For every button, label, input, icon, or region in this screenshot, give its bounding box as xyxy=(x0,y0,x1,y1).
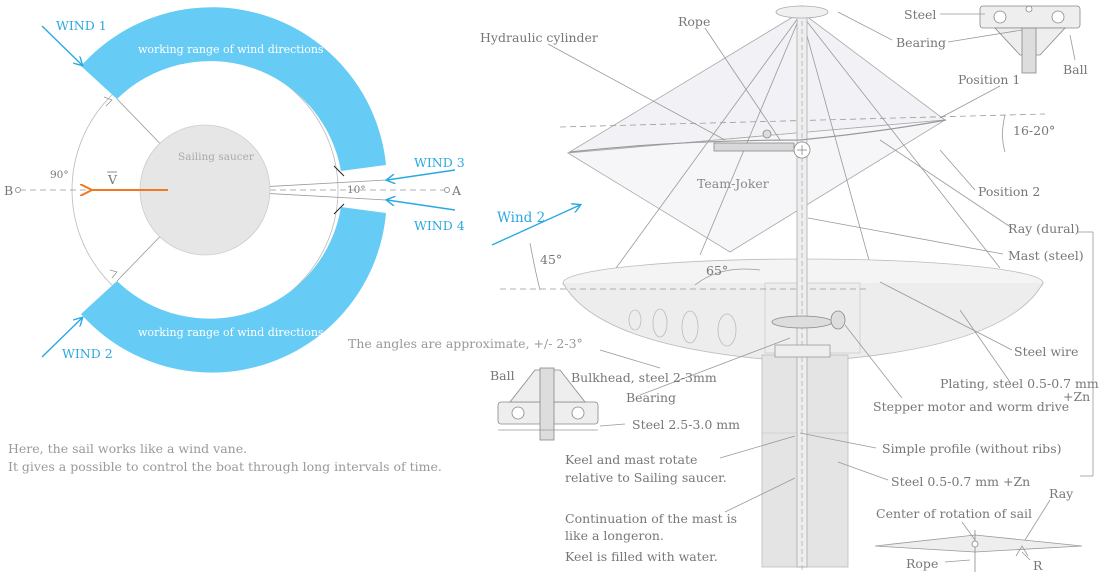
label-ball-top: Ball xyxy=(1063,62,1088,77)
point-a: A xyxy=(451,183,462,198)
note-angles: The angles are approximate, +/- 2-3° xyxy=(348,336,583,351)
label-bulkhead: Bulkhead, steel 2-3mm xyxy=(571,370,717,385)
range-label-bottom: working range of wind directions xyxy=(138,326,324,339)
label-keel-rotate1: Keel and mast rotate xyxy=(565,452,697,467)
bearing-detail-bottom xyxy=(497,367,599,441)
label-stepper: Stepper motor and worm drive xyxy=(873,399,1069,414)
velocity-label: V xyxy=(107,172,118,187)
angle-90: 90° xyxy=(50,169,69,181)
hydraulic-cylinder xyxy=(713,142,795,152)
range-band-bottom xyxy=(81,207,386,373)
note-line1: Here, the sail works like a wind vane. xyxy=(8,441,247,456)
label-wind2: Wind 2 xyxy=(497,210,545,226)
label-plating: Plating, steel 0.5-0.7 mm xyxy=(940,376,1099,391)
label-simple-profile: Simple profile (without ribs) xyxy=(882,441,1061,456)
label-position1: Position 1 xyxy=(958,72,1020,87)
wind4-arrow xyxy=(387,200,456,211)
rotation-sketch xyxy=(874,530,1083,572)
label-steel-top: Steel xyxy=(904,7,936,22)
label-steel-25: Steel 2.5-3.0 mm xyxy=(632,417,740,432)
wind3-arrow xyxy=(387,169,456,180)
label-r: R xyxy=(1033,558,1043,573)
point-b: B xyxy=(4,183,13,198)
wind1-arrow xyxy=(41,25,82,65)
label-ray: Ray xyxy=(1049,486,1074,501)
saucer-label: Sailing saucer xyxy=(178,151,255,163)
left-diagram: Sailing saucer V 90° 10° B A working ran… xyxy=(4,7,583,474)
label-team: Team-Joker xyxy=(697,176,769,191)
label-center: Center of rotation of sail xyxy=(876,506,1032,521)
label-ray-dural: Ray (dural) xyxy=(1008,221,1079,236)
label-keel-rotate2: relative to Sailing saucer. xyxy=(565,470,727,485)
wind4-label: WIND 4 xyxy=(414,218,465,233)
label-position2: Position 2 xyxy=(978,184,1040,199)
wind3-label: WIND 3 xyxy=(414,155,465,170)
label-rope: Rope xyxy=(678,14,710,29)
label-angle45: 45° xyxy=(540,252,562,267)
wind1-label: WIND 1 xyxy=(56,18,107,33)
label-plating-zn: +Zn xyxy=(1063,389,1090,404)
label-steel-wire: Steel wire xyxy=(1014,344,1078,359)
note-line2: It gives a possible to control the boat … xyxy=(8,459,442,474)
sail-lower xyxy=(566,119,946,253)
label-mast: Mast (steel) xyxy=(1008,248,1084,263)
label-continuation1: Continuation of the mast is xyxy=(565,511,737,526)
label-rope-bot: Rope xyxy=(906,556,938,571)
bearing-detail-top xyxy=(979,5,1081,74)
right-diagram: Rope Hydraulic cylinder Steel Bearing Ba… xyxy=(480,5,1099,573)
leader-lines xyxy=(547,11,1094,563)
label-hydraulic: Hydraulic cylinder xyxy=(480,30,598,45)
label-continuation2: like a longeron. xyxy=(565,528,664,543)
label-angle16: 16-20° xyxy=(1013,123,1055,138)
label-bearing-bot: Bearing xyxy=(626,390,676,405)
range-band-top xyxy=(81,7,386,171)
wind2-arrow xyxy=(41,318,82,358)
label-bearing-top: Bearing xyxy=(896,35,946,50)
label-angle65: 65° xyxy=(706,263,728,278)
label-keel-water: Keel is filled with water. xyxy=(565,549,718,564)
label-ball-bot: Ball xyxy=(490,368,515,383)
angle-10: 10° xyxy=(347,184,366,196)
range-label-top: working range of wind directions xyxy=(138,43,324,56)
label-steel-05: Steel 0.5-0.7 mm +Zn xyxy=(891,474,1030,489)
wind2-label: WIND 2 xyxy=(62,346,113,361)
wind2-right-arrow xyxy=(491,205,580,246)
